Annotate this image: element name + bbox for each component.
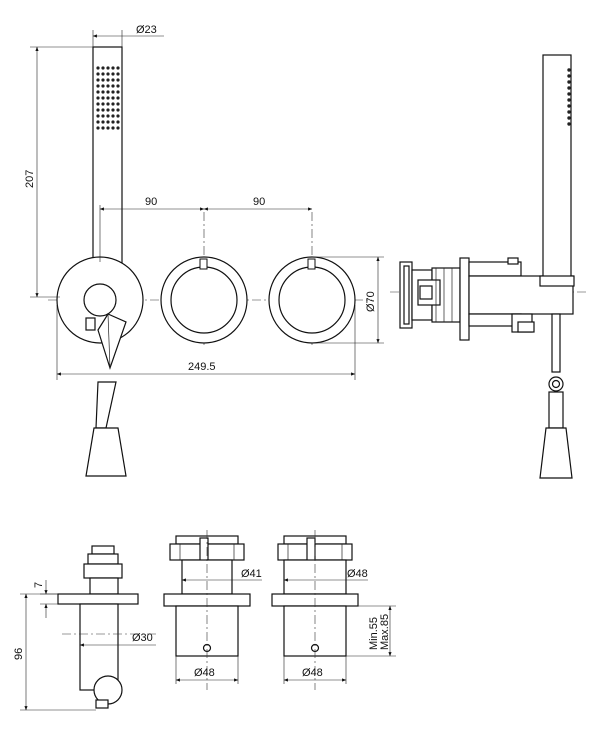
max85-label: Max.85 xyxy=(379,614,391,650)
dim-d70: Ø70 xyxy=(312,256,384,344)
mixer-section-view-1: Ø41 Ø48 xyxy=(163,530,262,690)
d48-right-bottom-label: Ø48 xyxy=(302,667,323,679)
w90-left-label: 90 xyxy=(145,196,157,208)
outlet-section-view: 7 96 Ø30 xyxy=(13,545,156,711)
h207-label: 207 xyxy=(24,170,36,188)
shower-nozzles xyxy=(96,66,120,130)
h96-label: 96 xyxy=(13,648,25,660)
shower-hose-connector-front xyxy=(85,381,127,477)
dim-w90: 90 90 xyxy=(99,196,313,262)
shower-nozzles-side xyxy=(567,68,571,126)
dim-h207: 207 xyxy=(24,46,93,298)
d41-label: Ø41 xyxy=(241,568,262,580)
d48-right-top-label: Ø48 xyxy=(347,568,368,580)
side-view xyxy=(390,54,588,479)
hand-shower-front xyxy=(92,46,123,278)
rough-in-body-side xyxy=(399,257,574,341)
d70-label: Ø70 xyxy=(365,291,377,312)
d30-label: Ø30 xyxy=(132,632,153,644)
shower-outlet-front xyxy=(56,256,144,370)
h7-label: 7 xyxy=(33,582,45,588)
mixer-section-view-2: Ø48 Ø48 Min.55 Max.85 xyxy=(271,530,396,690)
min55-label: Min.55 xyxy=(368,617,380,650)
w249-label: 249.5 xyxy=(188,361,216,373)
front-view: Ø23 207 90 90 Ø70 249. xyxy=(24,24,384,477)
d48-mid-bottom-label: Ø48 xyxy=(194,667,215,679)
d23-label: Ø23 xyxy=(136,24,157,36)
mixer-knob-2 xyxy=(268,256,356,344)
mixer-knob-1 xyxy=(160,256,248,344)
hand-shower-side xyxy=(539,54,575,479)
w90-right-label: 90 xyxy=(253,196,265,208)
dim-w249: 249.5 xyxy=(56,305,356,380)
dim-d23: Ø23 xyxy=(92,24,164,47)
